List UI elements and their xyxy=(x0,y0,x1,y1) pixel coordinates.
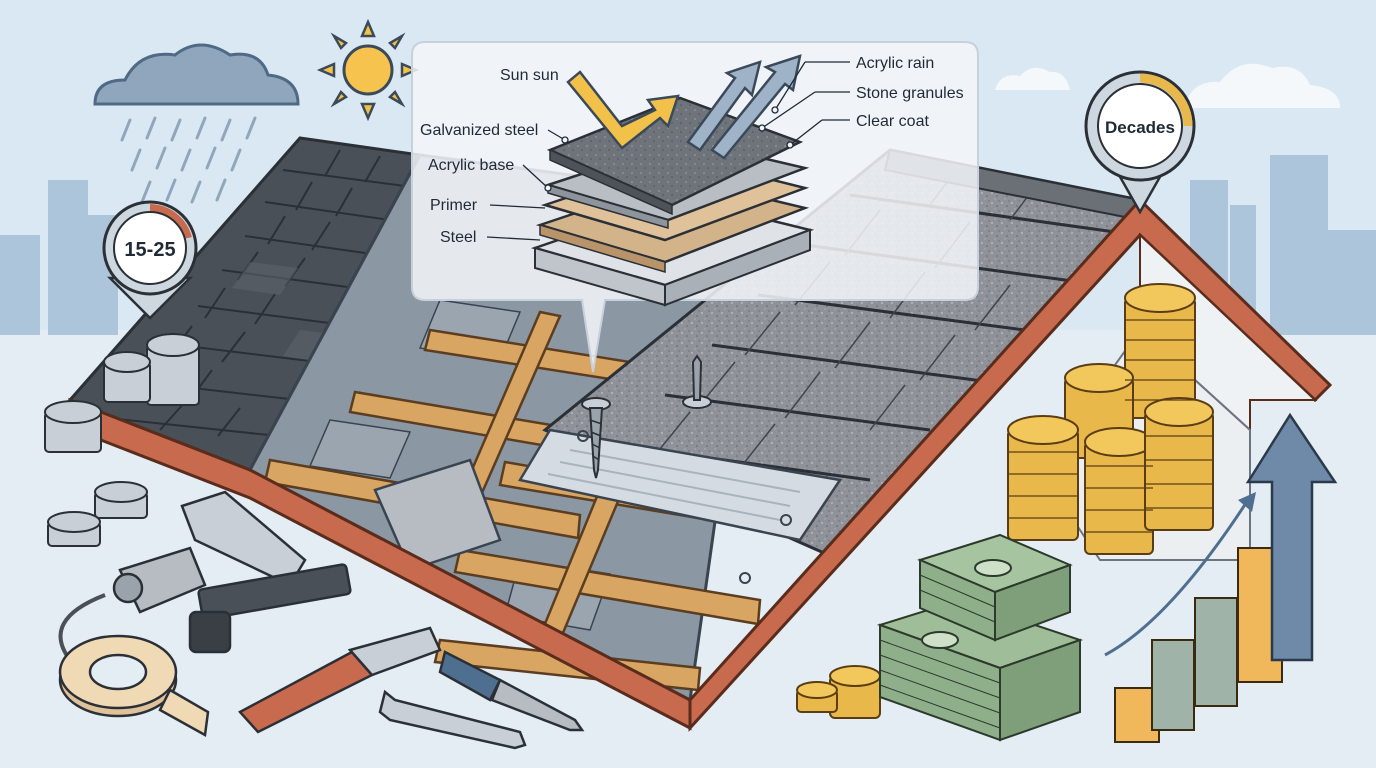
ridge-flashing xyxy=(373,458,502,572)
gold-coin-stacks xyxy=(796,283,1214,719)
lifespan-asphalt-text: 15-25 xyxy=(124,239,175,261)
cloud-icon xyxy=(995,63,1340,108)
screwdriver-icon xyxy=(438,650,585,732)
growth-curve-arrow xyxy=(1104,492,1256,657)
utility-knife-icon xyxy=(238,626,442,734)
wrench-icon xyxy=(378,689,527,750)
label-acrylic-base: Acrylic base xyxy=(428,157,514,174)
roof-trim xyxy=(68,197,1333,732)
sun-icon xyxy=(316,18,420,122)
leader-lines xyxy=(486,61,850,241)
layer-stack-diagram xyxy=(530,96,815,307)
lifespan-metal-text: Decades xyxy=(1105,118,1175,137)
label-acrylic-rain: Acrylic rain xyxy=(856,55,934,72)
label-galvanized-steel: Galvanized steel xyxy=(420,122,538,139)
nail-gun-icon xyxy=(58,490,352,685)
cash-stack-icon xyxy=(876,533,1084,742)
label-stone-granules: Stone granules xyxy=(856,85,964,102)
sun-ray-arrow xyxy=(566,70,680,150)
nail-icon xyxy=(682,354,712,409)
coin-ridges xyxy=(1008,319,1213,533)
city-skyline xyxy=(0,155,1376,335)
lifespan-badge-asphalt: 15-25 xyxy=(102,200,198,320)
lifespan-badge-metal: Decades xyxy=(1084,70,1196,215)
label-sun: Sun sun xyxy=(500,67,559,84)
bar-chart-icon xyxy=(1114,547,1283,743)
cloud-rain-icon xyxy=(93,43,300,204)
label-primer: Primer xyxy=(430,197,478,214)
tape-roll-icon xyxy=(58,634,210,737)
cash-edges xyxy=(879,574,1001,729)
up-arrow-icon xyxy=(1245,412,1338,662)
screw-icon xyxy=(581,397,611,479)
layer-callout: Sun sun Galvanized steel Acrylic base Pr… xyxy=(411,41,979,373)
label-clear-coat: Clear coat xyxy=(856,113,929,130)
coin-stack-icon xyxy=(44,333,200,547)
reflection-arrows xyxy=(686,54,802,160)
label-steel: Steel xyxy=(440,229,476,246)
